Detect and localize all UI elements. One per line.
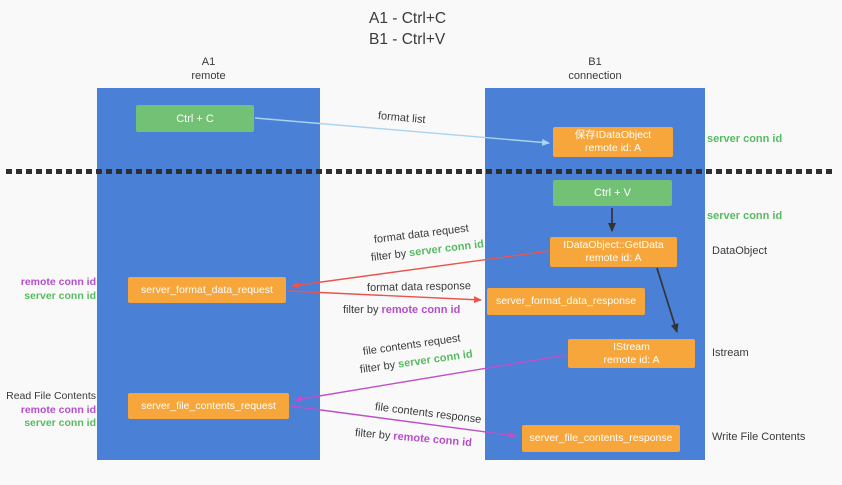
lane-a1-id: A1	[201, 56, 216, 68]
diagram-title: A1 - Ctrl+C B1 - Ctrl+V	[369, 8, 446, 50]
ctrl-v-box: Ctrl + V	[553, 180, 672, 206]
format-response-label: server_format_data_response	[495, 295, 637, 307]
lane-b1-id: B1	[588, 56, 602, 68]
server-format-data-response-box: server_format_data_response	[487, 288, 645, 315]
server-file-contents-response-box: server_file_contents_response	[522, 425, 680, 452]
idataobject-getdata-box: IDataObject::GetData remote id: A	[550, 237, 677, 267]
dataobject-label: DataObject	[712, 245, 768, 257]
read-file-contents-labels: Read File Contents remote conn id server…	[4, 390, 96, 431]
server-conn-id-label: server conn id	[24, 289, 96, 302]
filter-by-text: filter by	[343, 304, 379, 316]
remote-conn-id-label: remote conn id	[20, 276, 96, 288]
format-data-response-label: format data response	[366, 280, 472, 294]
server-conn-id-text: server conn id	[408, 238, 485, 260]
istream-line2: remote id: A	[603, 353, 660, 366]
format-conn-id-labels: remote conn id server conn id	[4, 276, 96, 303]
title-line-paste: B1 - Ctrl+V	[369, 31, 446, 48]
file-request-label: server_file_contents_request	[141, 399, 276, 412]
save-idataobject-line2: remote id: A	[584, 142, 642, 154]
file-response-label: server_file_contents_response	[529, 432, 673, 444]
machine-boundary-dotted-line	[6, 169, 836, 174]
server-conn-id-label-top: server conn id	[707, 133, 783, 145]
istream-side-label: Istream	[712, 347, 749, 359]
ctrl-c-label: Ctrl + C	[176, 112, 214, 125]
read-file-contents-label: Read File Contents	[6, 390, 96, 402]
lane-header-a1: A1 remote	[97, 55, 320, 83]
ctrl-c-box: Ctrl + C	[136, 105, 254, 132]
server-conn-id-label: server conn id	[24, 417, 96, 429]
ctrl-v-label: Ctrl + V	[594, 187, 631, 199]
lane-header-b1: B1 connection	[485, 55, 705, 83]
istream-box: IStream remote id: A	[568, 339, 695, 368]
remote-conn-id-text: remote conn id	[392, 430, 473, 450]
remote-conn-id-label: remote conn id	[20, 403, 96, 416]
title-line-copy: A1 - Ctrl+C	[369, 10, 447, 27]
remote-conn-id-text: remote conn id	[381, 304, 461, 316]
file-contents-response-label: file contents response	[374, 401, 482, 426]
write-file-contents-label: Write File Contents	[712, 431, 806, 443]
getdata-line2: remote id: A	[585, 252, 642, 264]
filter-by-text: filter by	[359, 359, 396, 376]
istream-line1: IStream	[613, 340, 650, 353]
filter-by-text: filter by	[354, 427, 391, 443]
server-format-data-request-box: server_format_data_request	[128, 277, 286, 303]
server-conn-id-label-mid: server conn id	[707, 210, 783, 222]
format-list-label: format list	[377, 110, 427, 127]
filter-by-text: filter by	[370, 247, 407, 264]
save-idataobject-box: 保存IDataObject remote id: A	[553, 127, 673, 157]
server-file-contents-request-box: server_file_contents_request	[128, 393, 289, 419]
lane-b1-role: connection	[568, 70, 622, 82]
lane-a1-role: remote	[191, 70, 226, 82]
getdata-line1: IDataObject::GetData	[563, 239, 664, 251]
format-request-label: server_format_data_request	[141, 283, 273, 296]
save-idataobject-line1: 保存IDataObject	[574, 129, 652, 141]
